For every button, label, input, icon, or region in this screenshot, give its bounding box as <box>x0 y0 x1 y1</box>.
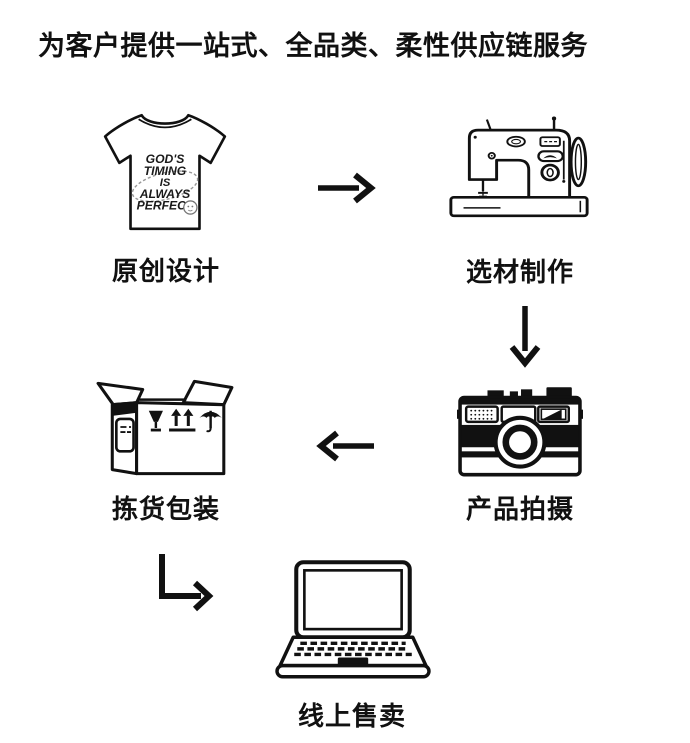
this-way-up-mark <box>169 408 196 432</box>
step-label-production: 选材制作 <box>465 257 574 287</box>
arrow-right-icon <box>315 169 377 207</box>
svg-text:TIMING: TIMING <box>144 164 187 178</box>
step-label-online-sale: 线上售卖 <box>297 701 406 731</box>
tshirt-print-text: GOD'S TIMING IS ALWAYS PERFECT <box>137 152 195 213</box>
shipping-label <box>115 417 135 453</box>
svg-text:PERFECT: PERFECT <box>137 199 195 213</box>
meter-dots <box>470 409 493 420</box>
fragile-glass-mark <box>148 410 163 432</box>
arrow-elbow-icon <box>155 552 217 616</box>
page-title: 为客户提供一站式、全品类、柔性供应链服务 <box>38 31 588 61</box>
laptop-icon <box>275 560 431 680</box>
print-swirl <box>131 170 199 203</box>
step-label-packaging: 拣货包装 <box>111 494 220 524</box>
step-label-design: 原创设计 <box>111 256 220 286</box>
camera-icon <box>457 383 583 479</box>
keep-dry-umbrella-mark <box>199 410 222 433</box>
svg-text:IS: IS <box>160 177 171 189</box>
light-meter-window <box>464 405 499 424</box>
tshirt-icon: GOD'S TIMING IS ALWAYS PERFECT <box>94 106 236 238</box>
arrow-left-icon <box>315 427 377 465</box>
sewing-machine-icon <box>446 116 592 222</box>
box-flap-right <box>181 379 234 407</box>
arrow-down-icon <box>506 303 544 369</box>
step-label-photography: 产品拍摄 <box>465 494 574 524</box>
print-badge <box>183 200 198 215</box>
package-box-icon <box>92 374 238 480</box>
svg-text:ALWAYS: ALWAYS <box>139 187 190 201</box>
svg-text:GOD'S: GOD'S <box>146 152 185 166</box>
